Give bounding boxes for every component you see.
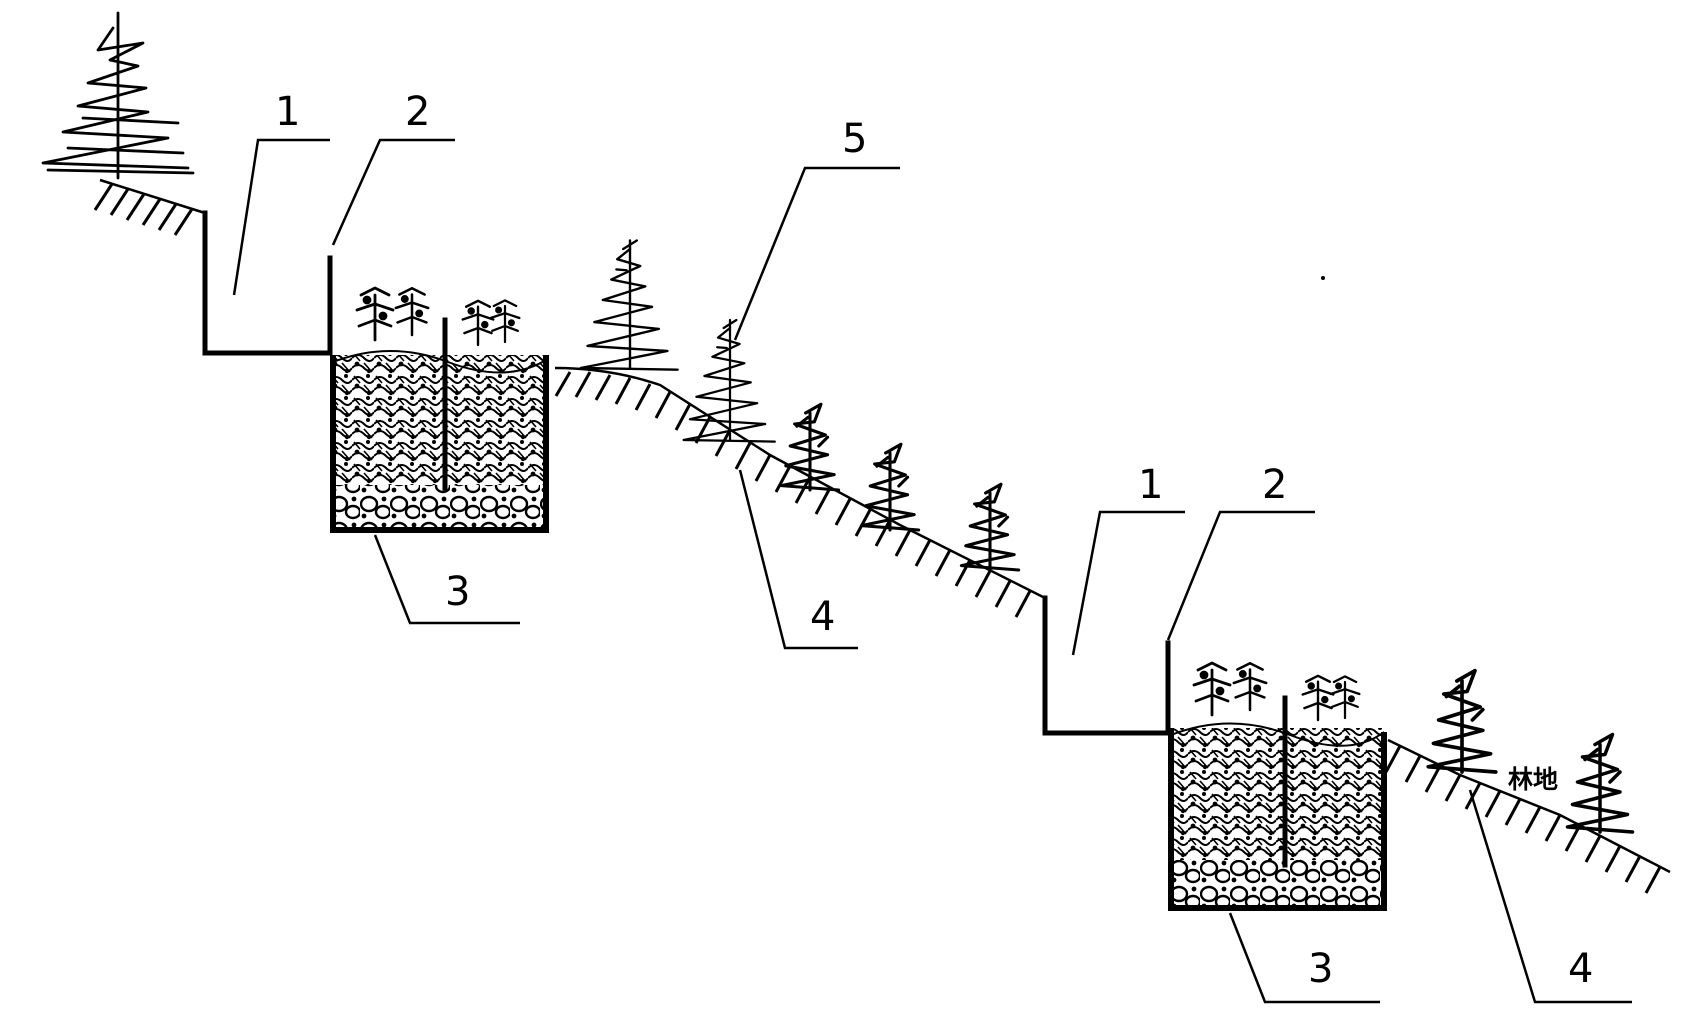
middle-slope-trees xyxy=(579,239,1021,572)
upper-pit-plants xyxy=(355,286,521,347)
speck xyxy=(1321,276,1325,280)
lower-trench xyxy=(1042,595,1171,736)
lower-slope-ground xyxy=(1384,738,1671,894)
lower-infiltration-pit xyxy=(1168,695,1387,911)
upper-fir-tree xyxy=(41,11,195,180)
label-trench-upper: 1 xyxy=(275,89,300,135)
middle-slope-ground xyxy=(554,366,1046,618)
leader-lines xyxy=(232,138,1632,1004)
label-slope-upper: 4 xyxy=(810,594,835,640)
forest-land-label: 林地 xyxy=(1508,765,1558,794)
upper-trench xyxy=(202,210,333,356)
label-slope-lower: 4 xyxy=(1568,946,1593,992)
label-barrier-lower: 2 xyxy=(1262,462,1287,508)
lower-pit-plants xyxy=(1192,661,1361,722)
label-pit-upper: 3 xyxy=(445,569,470,615)
label-pit-lower: 3 xyxy=(1308,946,1333,992)
label-barrier-upper: 2 xyxy=(405,89,430,135)
label-tree: 5 xyxy=(842,116,867,162)
upper-infiltration-pit xyxy=(330,317,549,533)
upper-slope-ground xyxy=(93,178,206,236)
lower-slope-trees xyxy=(1426,668,1635,834)
label-trench-lower: 1 xyxy=(1138,462,1163,508)
